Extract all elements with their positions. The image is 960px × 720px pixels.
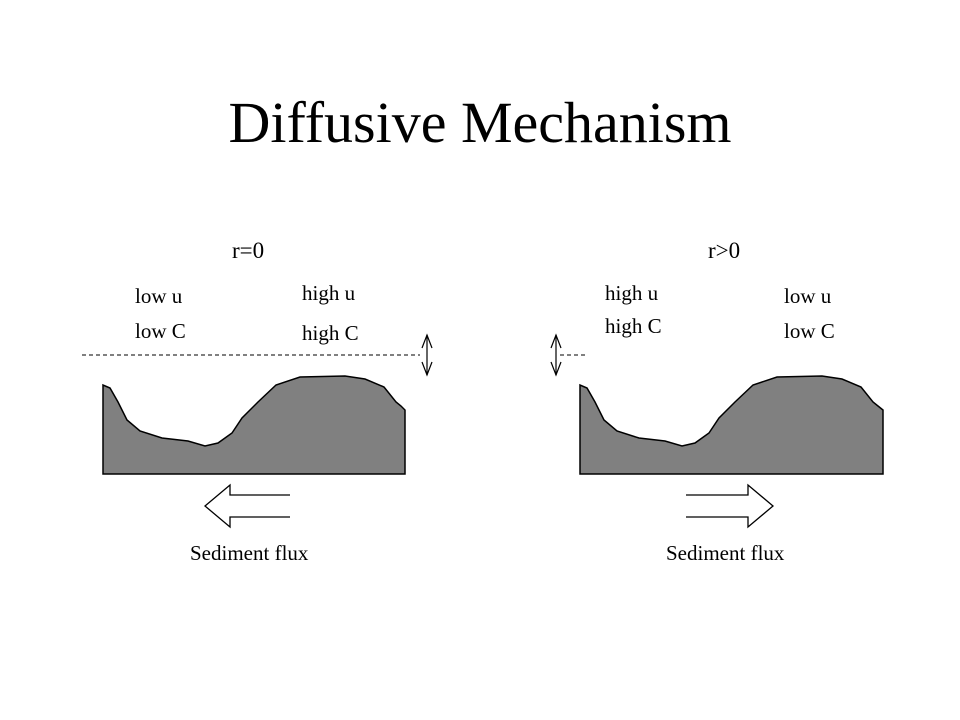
sediment-bed xyxy=(102,375,406,475)
sediment-bed xyxy=(579,375,884,475)
right-velocity-label: high u xyxy=(302,281,356,305)
surface-oscillation-arrow-icon xyxy=(421,333,433,377)
panel-r-equals-0: r=0 low u low C high u high C Sediment f… xyxy=(82,238,433,565)
left-concentration-label: high C xyxy=(605,314,662,338)
right-concentration-label: high C xyxy=(302,321,359,345)
slide-title: Diffusive Mechanism xyxy=(228,90,732,155)
left-velocity-label: high u xyxy=(605,281,659,305)
sediment-flux-label: Sediment flux xyxy=(666,541,785,565)
panel-r-greater-0: r>0 high u high C low u low C Sediment f… xyxy=(550,238,884,565)
panel-condition-label: r>0 xyxy=(708,238,740,263)
surface-oscillation-arrow-icon xyxy=(550,333,562,377)
right-velocity-label: low u xyxy=(784,284,832,308)
left-concentration-label: low C xyxy=(135,319,186,343)
flux-arrow-right-icon xyxy=(686,483,775,529)
sediment-flux-label: Sediment flux xyxy=(190,541,309,565)
panel-condition-label: r=0 xyxy=(232,238,264,263)
flux-arrow-left-icon xyxy=(203,483,290,529)
left-velocity-label: low u xyxy=(135,284,183,308)
right-concentration-label: low C xyxy=(784,319,835,343)
